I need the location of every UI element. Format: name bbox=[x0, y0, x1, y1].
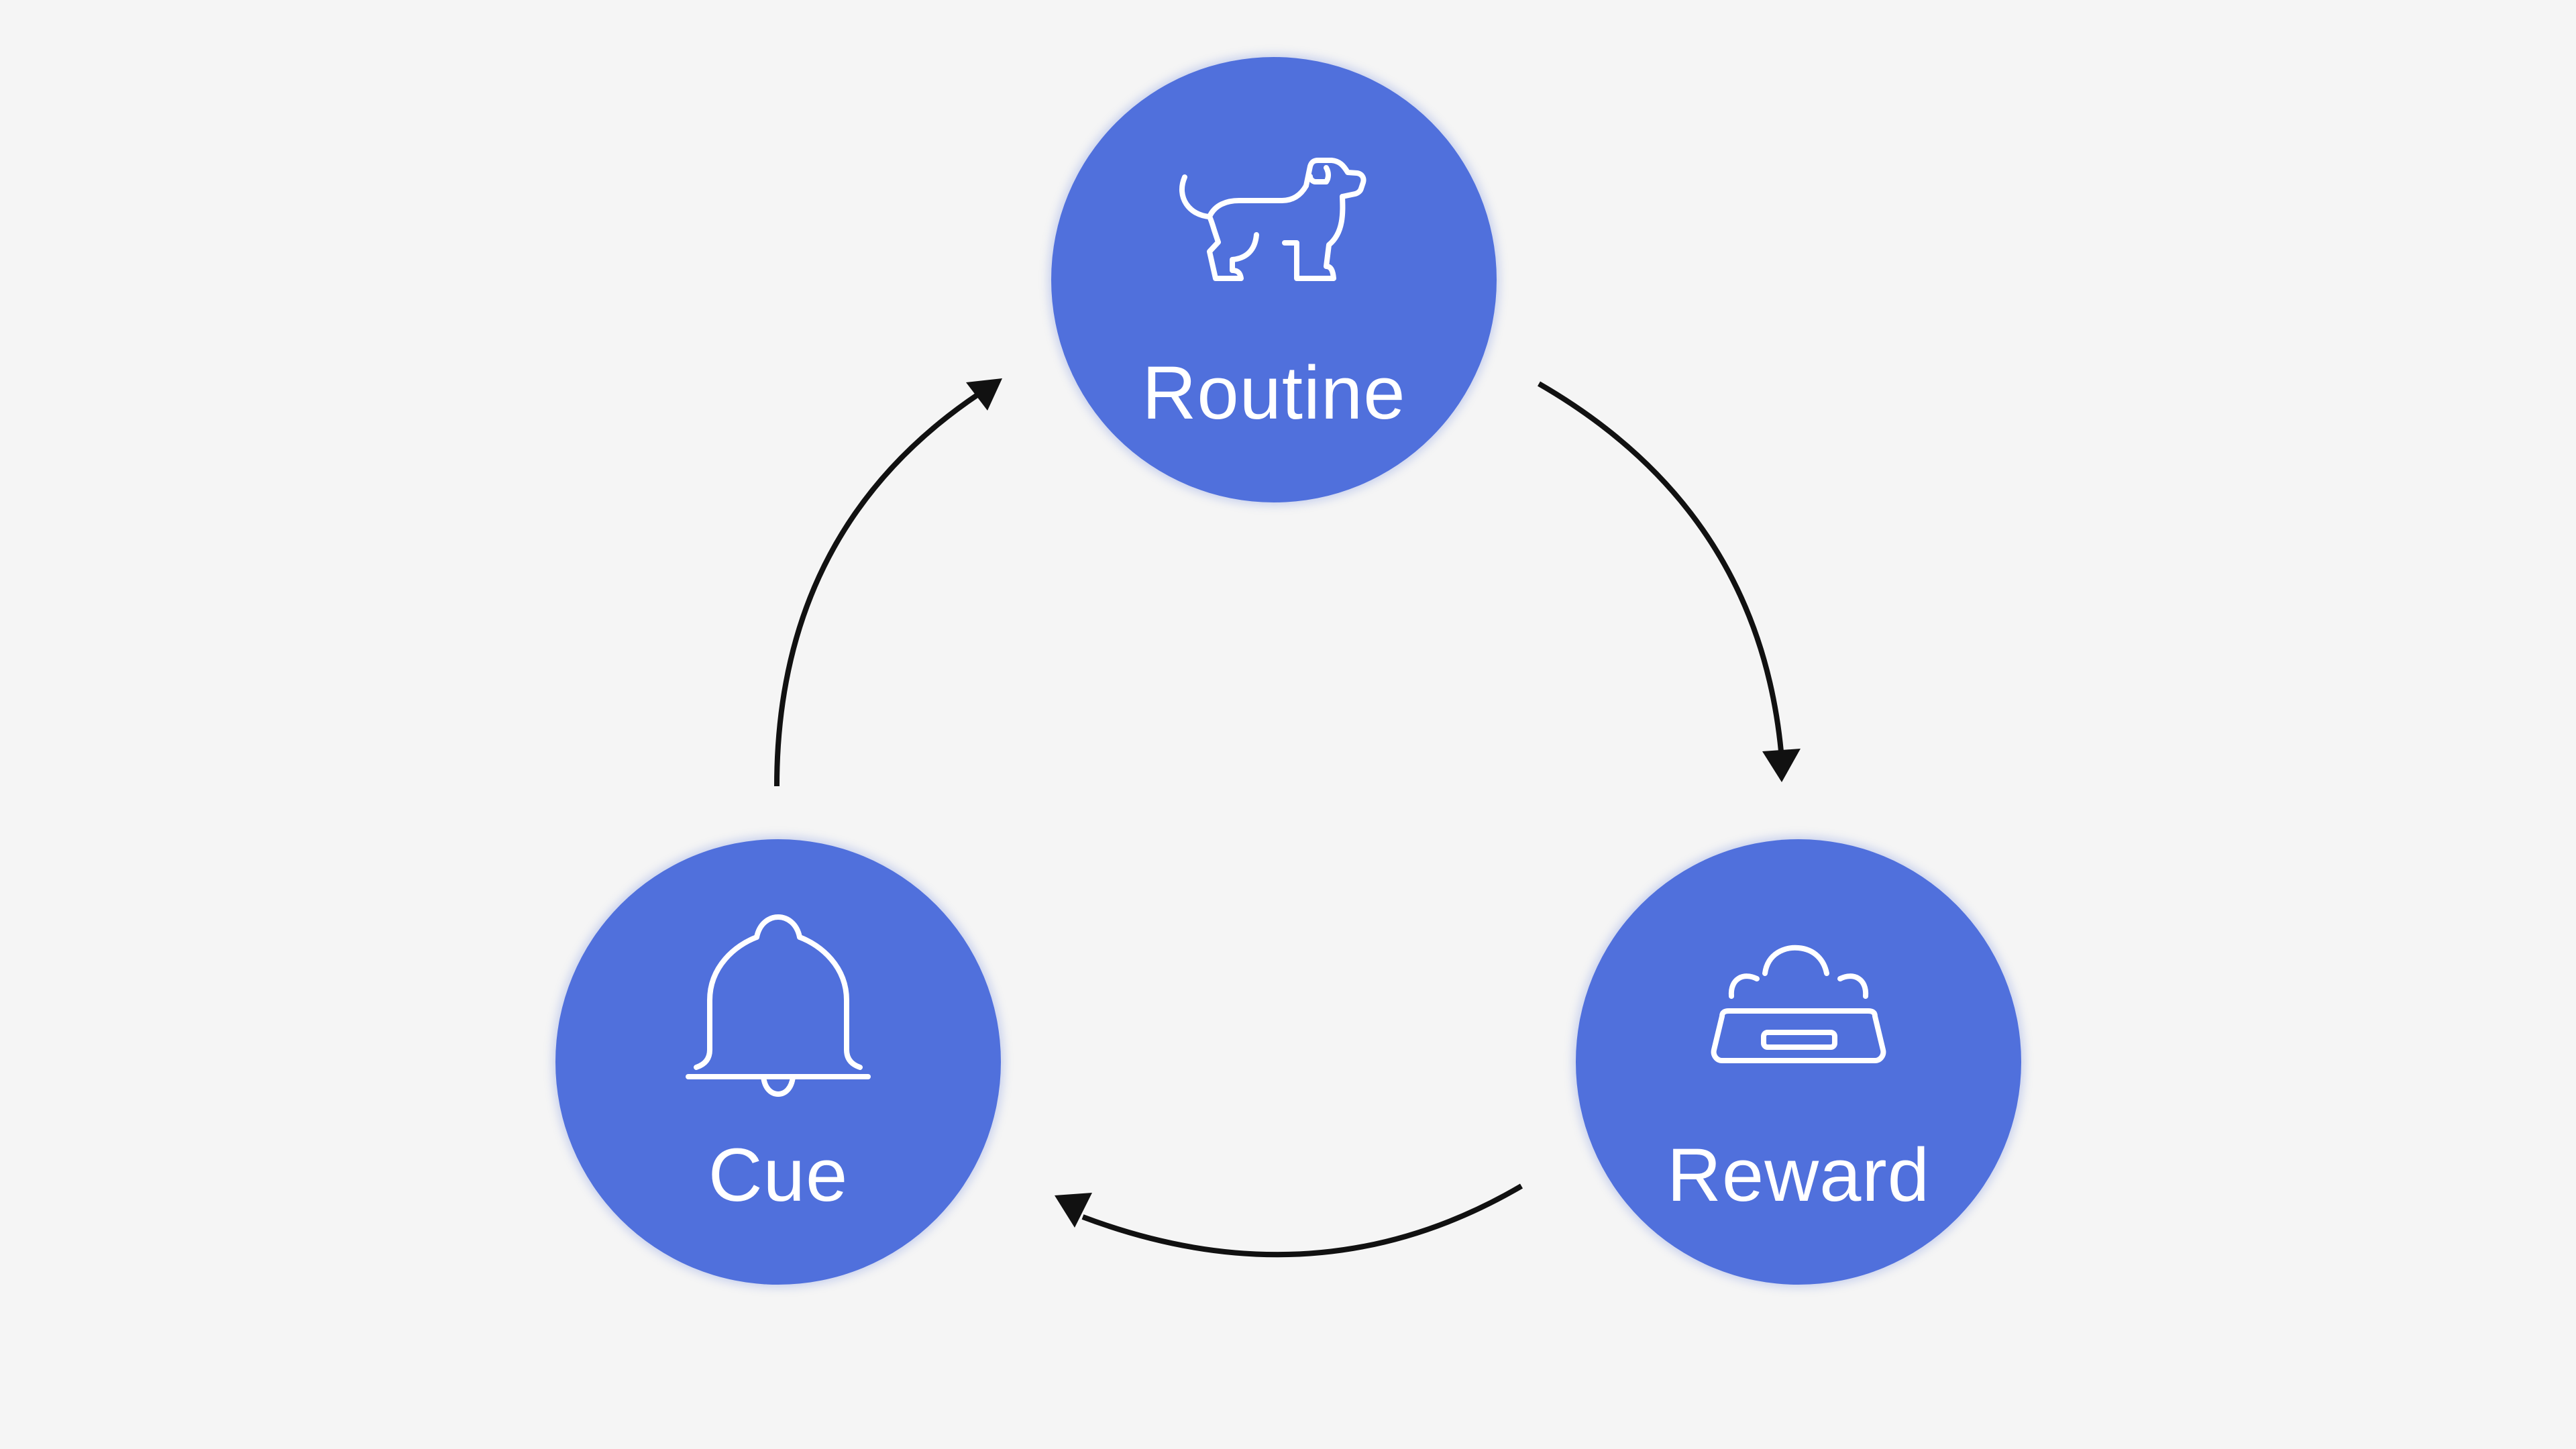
dog-icon bbox=[1179, 158, 1366, 281]
routine-node: Routine bbox=[1051, 57, 1497, 502]
reward-label: Reward bbox=[1667, 1133, 1930, 1217]
arrow-routine-to-reward bbox=[1538, 381, 1784, 752]
cue-node: Cue bbox=[555, 839, 1001, 1285]
reward-node: Reward bbox=[1576, 839, 2021, 1285]
arrowhead-cue-to-routine bbox=[966, 378, 1002, 411]
bell-icon bbox=[686, 914, 871, 1097]
arrowhead-reward-to-cue bbox=[1055, 1193, 1092, 1228]
food-bowl-icon bbox=[1711, 945, 1886, 1063]
cue-label: Cue bbox=[708, 1133, 849, 1217]
arrowhead-routine-to-reward bbox=[1762, 749, 1801, 782]
arrow-cue-to-routine bbox=[774, 392, 980, 787]
arrow-reward-to-cue bbox=[1081, 1183, 1523, 1258]
routine-label: Routine bbox=[1142, 351, 1406, 435]
